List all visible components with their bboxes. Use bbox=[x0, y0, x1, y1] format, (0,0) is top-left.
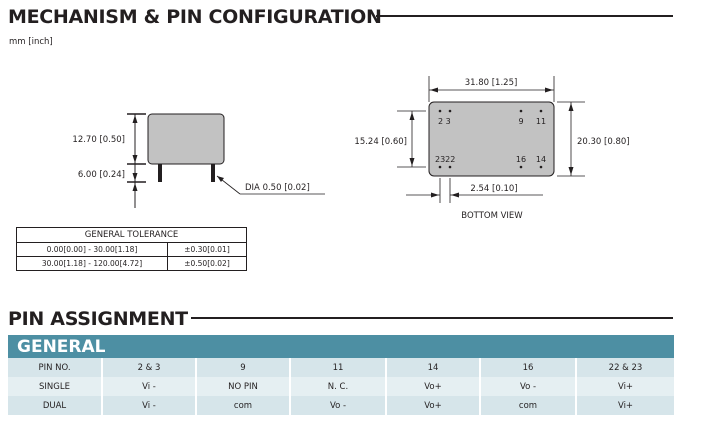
pin-label-23-22: 2322 bbox=[435, 155, 455, 164]
row-label: SINGLE bbox=[8, 377, 102, 396]
pin-label-16: 16 bbox=[516, 155, 526, 164]
dim-height: 20.30 [0.80] bbox=[577, 137, 630, 147]
table-cell: Vi - bbox=[101, 377, 196, 396]
dim-pin-pitch: 2.54 [0.10] bbox=[470, 184, 517, 194]
pin-14 bbox=[539, 165, 543, 169]
table-cell: NO PIN bbox=[195, 377, 290, 396]
pin-assignment-table: PIN NO. 2 & 3 9 11 14 16 22 & 23 SINGLE … bbox=[8, 358, 674, 415]
tolerance-table: GENERAL TOLERANCE 0.00[0.00] - 30.00[1.1… bbox=[16, 227, 247, 271]
dim-width: 31.80 [1.25] bbox=[465, 78, 518, 88]
pin-label-11: 11 bbox=[536, 117, 546, 126]
pin-11 bbox=[539, 109, 543, 113]
general-banner bbox=[8, 335, 674, 358]
title-rule bbox=[191, 317, 673, 319]
row-label: DUAL bbox=[8, 396, 102, 415]
tolerance-header: GENERAL TOLERANCE bbox=[16, 227, 247, 243]
table-cell: Vo - bbox=[479, 377, 576, 396]
table-cell: Vo - bbox=[289, 396, 386, 415]
table-row-pin-no: PIN NO. 2 & 3 9 11 14 16 22 & 23 bbox=[8, 358, 674, 377]
bottom-view-label: BOTTOM VIEW bbox=[461, 211, 523, 221]
dim-pin-row-spacing: 15.24 [0.60] bbox=[354, 137, 407, 147]
table-cell: Vi+ bbox=[575, 377, 674, 396]
pin-right bbox=[211, 164, 215, 182]
pin-left bbox=[158, 164, 162, 182]
table-cell: 22 & 23 bbox=[575, 358, 674, 377]
units-label: mm [inch] bbox=[9, 37, 53, 47]
component-body-side bbox=[147, 113, 225, 165]
general-banner-label: GENERAL bbox=[17, 337, 106, 357]
tolerance-range: 0.00[0.00] - 30.00[1.18] bbox=[16, 242, 168, 257]
table-cell: Vo+ bbox=[385, 396, 480, 415]
side-view-drawing: 12.70 [0.50] 6.00 [0.24] DIA 0.50 [0.02] bbox=[72, 113, 325, 208]
pin-label-9: 9 bbox=[518, 117, 523, 126]
bottom-view-drawing: 31.80 [1.25] 2 3 9 11 2322 16 14 15.24 [… bbox=[354, 76, 630, 221]
pin-2 bbox=[438, 109, 442, 113]
row-label: PIN NO. bbox=[8, 358, 102, 377]
title-rule bbox=[376, 15, 673, 17]
table-cell: com bbox=[479, 396, 576, 415]
pin-label-14: 14 bbox=[536, 155, 546, 164]
table-cell: Vi - bbox=[101, 396, 196, 415]
tolerance-value: ±0.30[0.01] bbox=[167, 242, 247, 257]
pin-label-2-3: 2 3 bbox=[438, 117, 451, 126]
pin-3 bbox=[448, 109, 452, 113]
table-cell: 9 bbox=[195, 358, 290, 377]
table-row-single: SINGLE Vi - NO PIN N. C. Vo+ Vo - Vi+ bbox=[8, 377, 674, 396]
dim-pin-diameter: DIA 0.50 [0.02] bbox=[245, 183, 310, 193]
section-title-pin-assignment: PIN ASSIGNMENT bbox=[8, 308, 188, 330]
dim-body-height: 12.70 [0.50] bbox=[72, 135, 125, 145]
table-cell: 16 bbox=[479, 358, 576, 377]
pin-22 bbox=[448, 165, 452, 169]
tolerance-range: 30.00[1.18] - 120.00[4.72] bbox=[16, 256, 168, 271]
table-cell: Vo+ bbox=[385, 377, 480, 396]
pin-16 bbox=[519, 165, 523, 169]
pin-9 bbox=[519, 109, 523, 113]
table-row-dual: DUAL Vi - com Vo - Vo+ com Vi+ bbox=[8, 396, 674, 415]
section-title-mechanism: MECHANISM & PIN CONFIGURATION bbox=[8, 6, 382, 28]
table-cell: 14 bbox=[385, 358, 480, 377]
table-cell: 2 & 3 bbox=[101, 358, 196, 377]
tolerance-value: ±0.50[0.02] bbox=[167, 256, 247, 271]
table-cell: com bbox=[195, 396, 290, 415]
component-body-bottom bbox=[428, 101, 555, 177]
pin-23 bbox=[438, 165, 442, 169]
dim-pin-length: 6.00 [0.24] bbox=[78, 170, 125, 180]
table-cell: 11 bbox=[289, 358, 386, 377]
table-cell: N. C. bbox=[289, 377, 386, 396]
table-cell: Vi+ bbox=[575, 396, 674, 415]
